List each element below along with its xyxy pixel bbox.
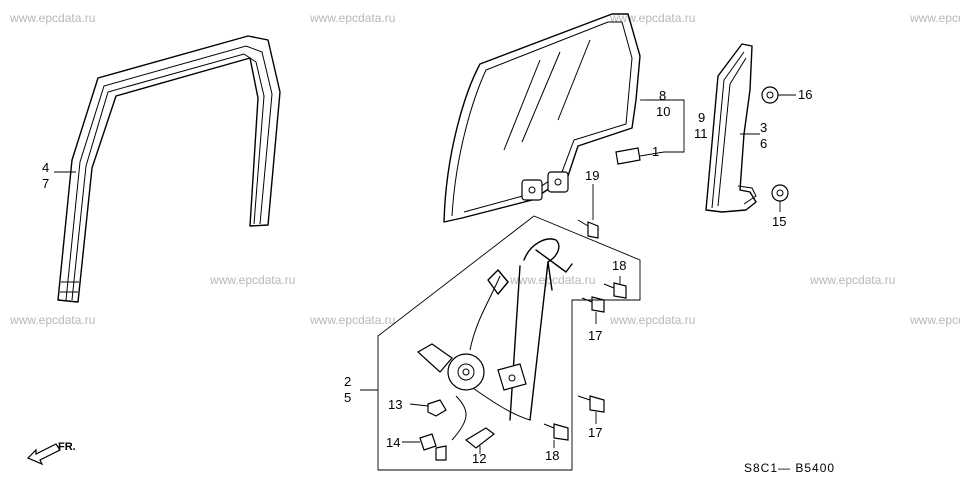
callout-13[interactable]: 13 bbox=[388, 397, 402, 412]
bolt-17-bottom[interactable] bbox=[577, 395, 605, 413]
callout-1[interactable]: 1 bbox=[652, 144, 659, 159]
callout-19[interactable]: 19 bbox=[585, 168, 599, 183]
bracket-12[interactable] bbox=[464, 427, 495, 449]
watermark: www.epcdata.ru bbox=[509, 273, 595, 287]
bolt-18-top[interactable] bbox=[603, 282, 627, 299]
watermark: www.epcdata.ru bbox=[9, 313, 95, 327]
callout-16[interactable]: 16 bbox=[798, 87, 812, 102]
nut-16[interactable] bbox=[761, 86, 779, 104]
callout-5[interactable]: 5 bbox=[344, 390, 351, 405]
bolt-18-bottom[interactable] bbox=[543, 423, 569, 441]
callout-12[interactable]: 12 bbox=[472, 451, 486, 466]
callouts: 4 7 8 10 9 11 1 3 6 16 15 19 18 17 2 5 1… bbox=[42, 87, 812, 466]
watermark: www.epcdata.ru bbox=[209, 273, 295, 287]
callout-11[interactable]: 11 bbox=[694, 126, 708, 141]
callout-8[interactable]: 8 bbox=[659, 88, 666, 103]
glass-label-tag[interactable] bbox=[615, 147, 641, 165]
callout-4[interactable]: 4 bbox=[42, 160, 49, 175]
group-bracket-lines bbox=[360, 99, 685, 471]
watermark: www.epcdata.ru bbox=[909, 11, 960, 25]
rear-sash[interactable] bbox=[705, 43, 757, 213]
door-glass[interactable] bbox=[443, 13, 641, 223]
watermark: www.epcdata.ru bbox=[909, 313, 960, 327]
callout-18-top[interactable]: 18 bbox=[612, 258, 626, 273]
callout-9[interactable]: 9 bbox=[698, 110, 705, 125]
clip-13[interactable] bbox=[427, 399, 447, 417]
watermarks: www.epcdata.ru www.epcdata.ru www.epcdat… bbox=[9, 11, 960, 327]
callout-6[interactable]: 6 bbox=[760, 136, 767, 151]
diagram-code: S8C1— B5400 bbox=[744, 461, 835, 475]
callout-17-bottom[interactable]: 17 bbox=[588, 425, 602, 440]
clip-14[interactable] bbox=[419, 433, 447, 461]
watermark: www.epcdata.ru bbox=[609, 313, 695, 327]
direction-label: FR. bbox=[58, 441, 76, 453]
bolt-19[interactable] bbox=[577, 219, 599, 239]
glass-bracket bbox=[521, 179, 543, 201]
watermark: www.epcdata.ru bbox=[809, 273, 895, 287]
callout-18-bottom[interactable]: 18 bbox=[545, 448, 559, 463]
bolt-17-top[interactable] bbox=[581, 296, 605, 313]
watermark: www.epcdata.ru bbox=[309, 11, 395, 25]
regulator-motor bbox=[447, 353, 485, 391]
callout-2[interactable]: 2 bbox=[344, 374, 351, 389]
callout-10[interactable]: 10 bbox=[656, 104, 670, 119]
nut-15[interactable] bbox=[771, 184, 789, 202]
callout-14[interactable]: 14 bbox=[386, 435, 400, 450]
callout-7[interactable]: 7 bbox=[42, 176, 49, 191]
watermark: www.epcdata.ru bbox=[309, 313, 395, 327]
door-sash-channel[interactable] bbox=[57, 35, 281, 303]
callout-15[interactable]: 15 bbox=[772, 214, 786, 229]
callout-17-top[interactable]: 17 bbox=[588, 328, 602, 343]
glass-bracket bbox=[547, 171, 569, 193]
watermark: www.epcdata.ru bbox=[9, 11, 95, 25]
callout-3[interactable]: 3 bbox=[760, 120, 767, 135]
leader-lines bbox=[54, 94, 796, 454]
regulator-motor-bracket bbox=[416, 343, 453, 373]
front-direction-arrow: FR. bbox=[26, 441, 76, 466]
window-regulator[interactable] bbox=[416, 238, 573, 441]
arrow-icon bbox=[26, 443, 61, 466]
